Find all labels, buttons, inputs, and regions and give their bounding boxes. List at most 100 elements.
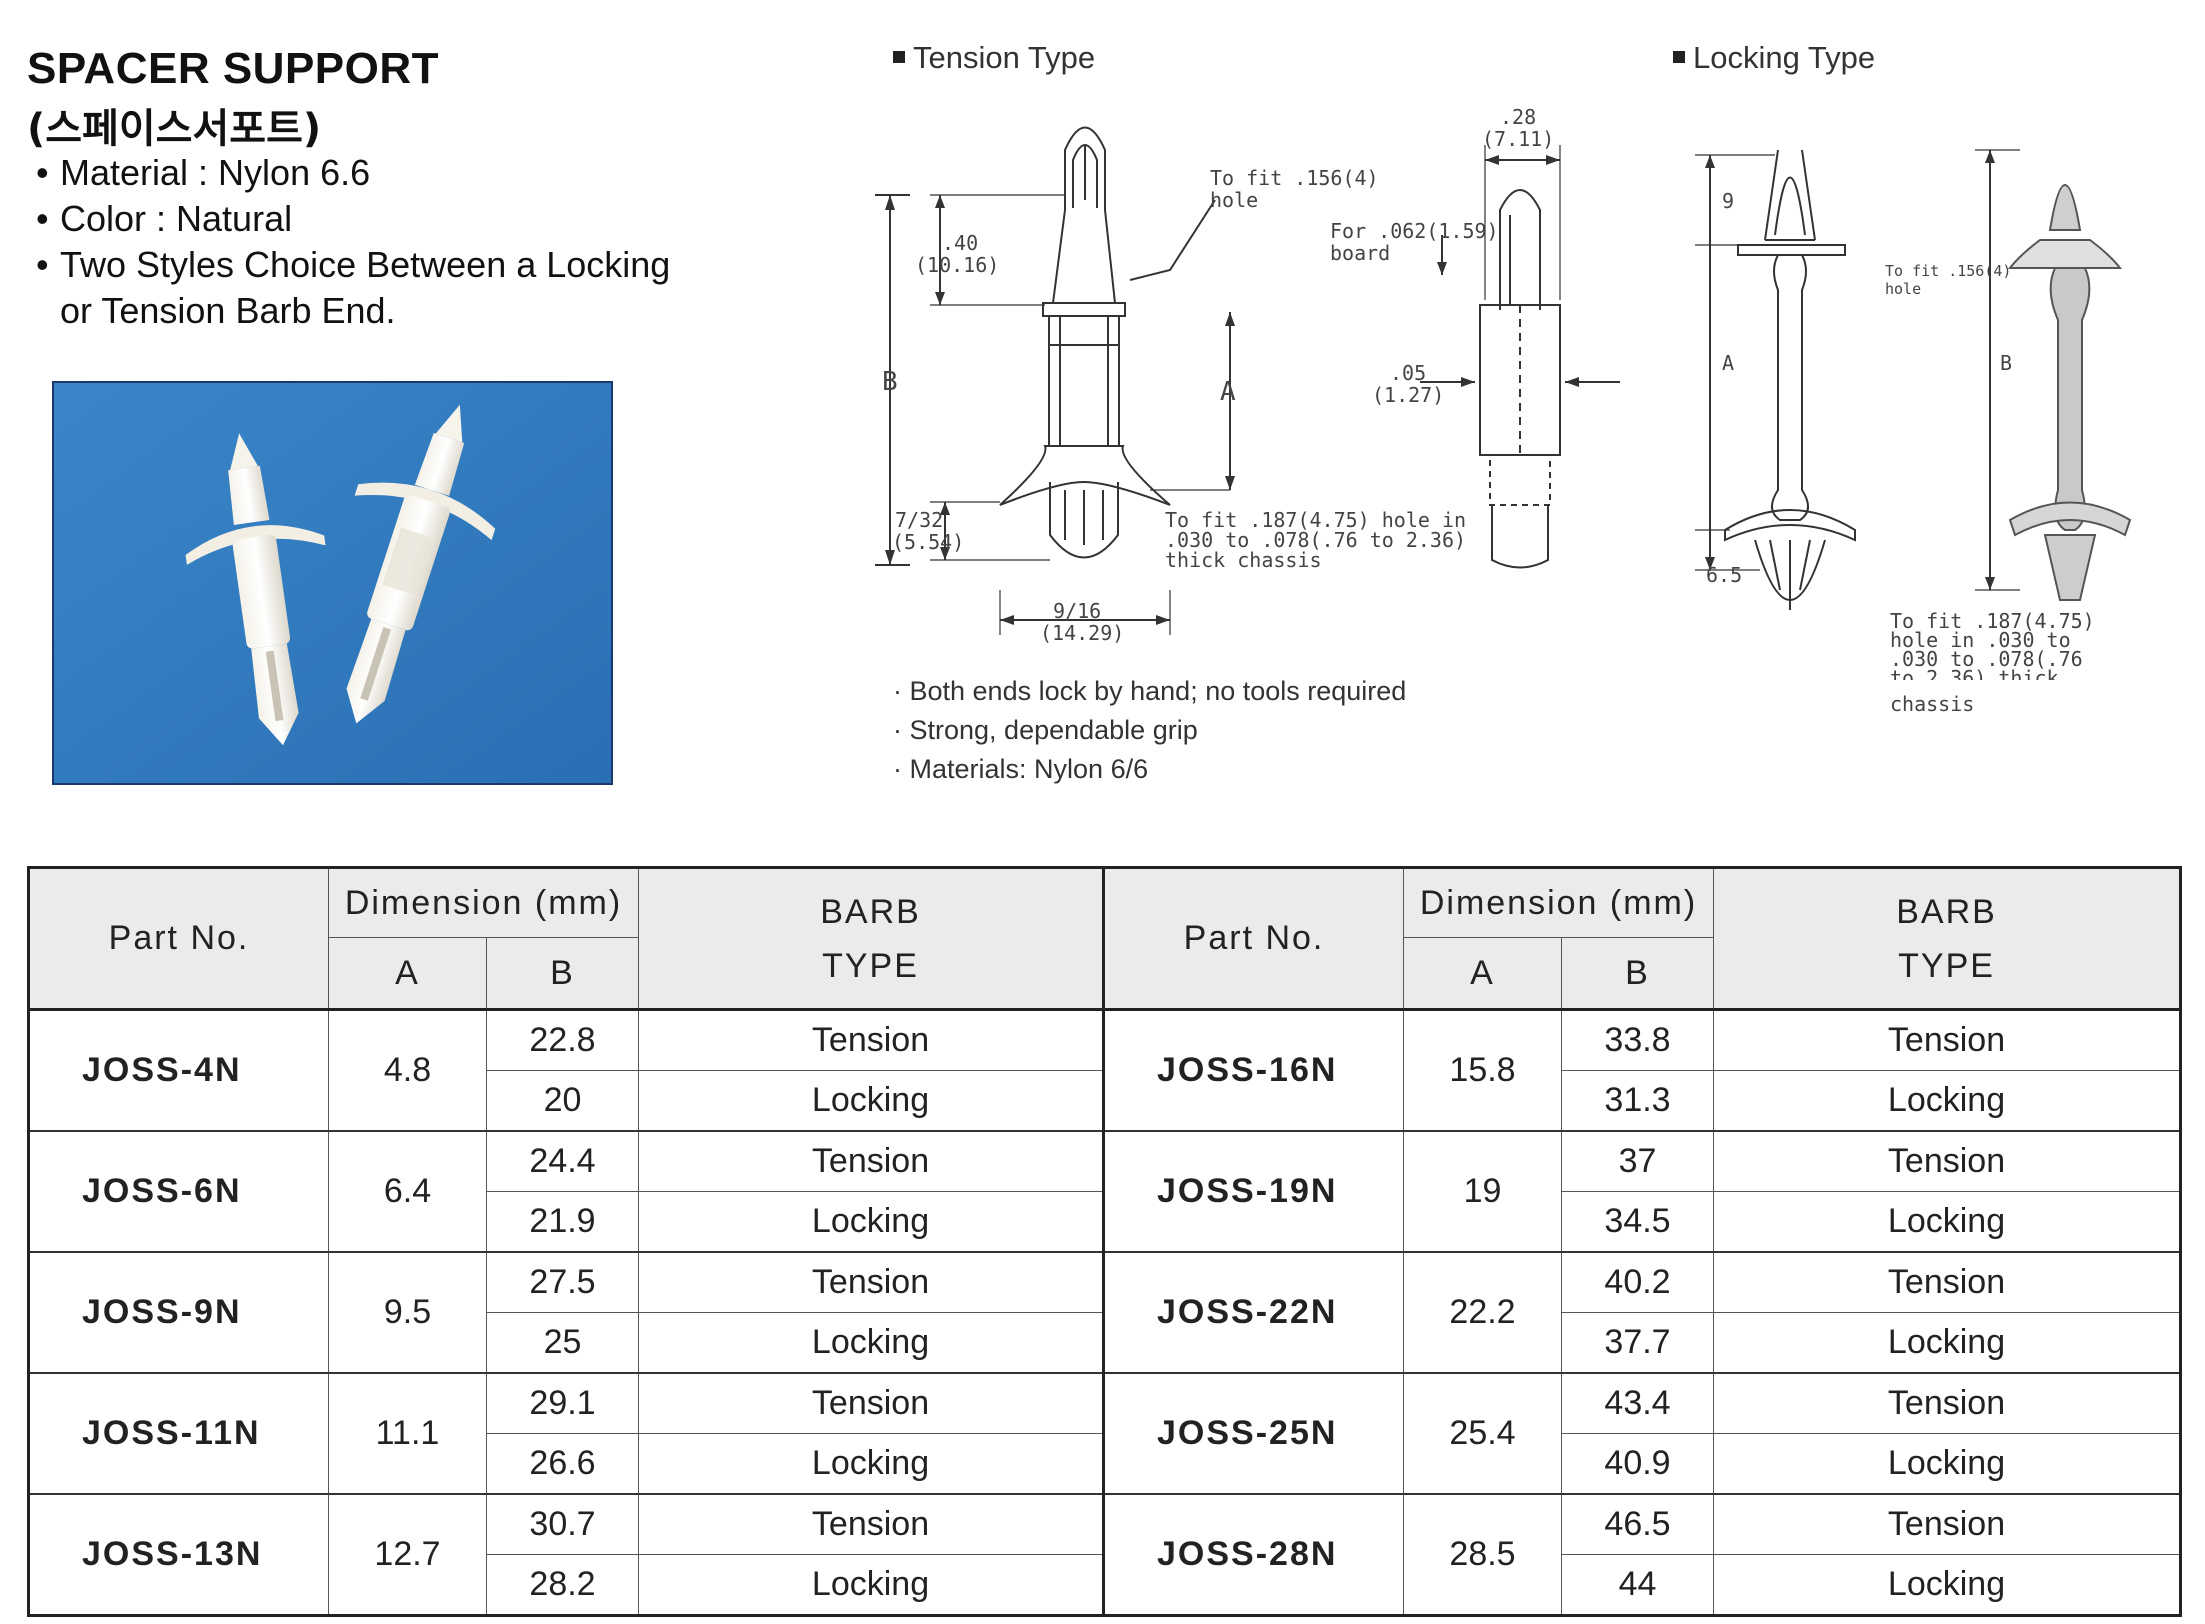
feature-item: Strong, dependable grip bbox=[893, 711, 1406, 750]
barb-type-cell: Tension bbox=[638, 1493, 1105, 1555]
tension-dim-916: 9/16 bbox=[1053, 599, 1101, 623]
locking-fit-187-l4: to 2.36) thick bbox=[1890, 666, 2059, 680]
barb-type-cell: Tension bbox=[638, 1251, 1105, 1313]
header-dimension: Dimension (mm) bbox=[1403, 867, 1715, 938]
barb-type-cell: Tension bbox=[638, 1130, 1105, 1192]
spec-styles-cont: or Tension Barb End. bbox=[60, 290, 396, 331]
barb-type-cell: Tension bbox=[1713, 1372, 2182, 1434]
dim-b-cell: 26.6 bbox=[485, 1433, 640, 1495]
header-b: B bbox=[1561, 937, 1715, 1011]
technical-drawings: B A .40 (10.16) To fit .156(4) hole For … bbox=[875, 105, 2132, 680]
dim-a-cell: 28.5 bbox=[1403, 1493, 1563, 1616]
part-number-cell: JOSS-11N bbox=[28, 1372, 329, 1495]
barb-type-cell: Tension bbox=[638, 1008, 1105, 1071]
spacer-photo-left bbox=[185, 433, 326, 746]
tension-dim-732: 7/32 bbox=[895, 508, 943, 532]
barb-type-cell: Locking bbox=[1713, 1554, 2182, 1616]
dim-b-cell: 24.4 bbox=[485, 1130, 640, 1192]
barb-type-cell: Tension bbox=[638, 1372, 1105, 1434]
tension-dim-b-label: B bbox=[882, 367, 898, 397]
part-number-cell: JOSS-9N bbox=[28, 1251, 329, 1374]
barb-type-cell: Tension bbox=[1713, 1008, 2182, 1071]
barb-type-cell: Locking bbox=[638, 1554, 1105, 1616]
tension-front-drawing bbox=[875, 126, 1231, 635]
feature-item: Materials: Nylon 6/6 bbox=[893, 750, 1406, 789]
barb-type-cell: Tension bbox=[1713, 1251, 2182, 1313]
dim-b-cell: 27.5 bbox=[485, 1251, 640, 1313]
spec-color: Color : Natural bbox=[36, 196, 670, 242]
dim-b-cell: 33.8 bbox=[1561, 1008, 1715, 1071]
locking-fit-187-l2: hole in .030 to bbox=[1890, 628, 2071, 652]
header-a: A bbox=[328, 937, 487, 1011]
locking-fit-187-l5: chassis bbox=[1890, 692, 1975, 716]
barb-type-cell: Tension bbox=[1713, 1130, 2182, 1192]
dim-b-cell: 34.5 bbox=[1561, 1191, 1715, 1253]
dim-b-cell: 30.7 bbox=[485, 1493, 640, 1555]
page-title-korean: (스페이스서포트) bbox=[27, 106, 322, 152]
dim-a-cell: 11.1 bbox=[328, 1372, 487, 1495]
header-b: B bbox=[485, 937, 640, 1011]
barb-type-cell: Locking bbox=[1713, 1312, 2182, 1374]
header-dimension: Dimension (mm) bbox=[327, 867, 640, 938]
part-number-cell: JOSS-19N bbox=[1102, 1130, 1405, 1253]
tension-for-062: For .062(1.59) bbox=[1330, 219, 1499, 243]
locking-type-heading: Locking Type bbox=[1673, 40, 1875, 76]
dim-b-cell: 43.4 bbox=[1561, 1372, 1715, 1434]
tension-dim-28-mm: (7.11) bbox=[1482, 127, 1554, 151]
dim-b-cell: 21.9 bbox=[485, 1191, 640, 1253]
tension-for-062-board: board bbox=[1330, 241, 1390, 265]
dim-b-cell: 25 bbox=[485, 1312, 640, 1374]
dim-b-cell: 40.9 bbox=[1561, 1433, 1715, 1495]
barb-type-cell: Locking bbox=[638, 1312, 1105, 1374]
dim-a-cell: 19 bbox=[1403, 1130, 1563, 1253]
product-photo bbox=[52, 381, 613, 785]
barb-type-cell: Locking bbox=[638, 1191, 1105, 1253]
header-part-no: Part No. bbox=[1102, 867, 1405, 1011]
part-number-cell: JOSS-4N bbox=[28, 1008, 329, 1132]
dim-b-cell: 29.1 bbox=[485, 1372, 640, 1434]
dim-b-cell: 22.8 bbox=[485, 1008, 640, 1071]
spec-list: Material : Nylon 6.6 Color : Natural Two… bbox=[36, 150, 670, 334]
locking-dim-65: 6.5 bbox=[1706, 563, 1742, 587]
part-number-cell: JOSS-13N bbox=[28, 1493, 329, 1616]
barb-type-cell: Locking bbox=[1713, 1433, 2182, 1495]
tension-fit-156: To fit .156(4) bbox=[1210, 166, 1379, 190]
locking-fit-187-l3: .030 to .078(.76 bbox=[1890, 647, 2083, 671]
tension-dim-05-mm: (1.27) bbox=[1372, 383, 1444, 407]
locking-dim-9: 9 bbox=[1722, 189, 1734, 213]
locking-render-drawing bbox=[2007, 184, 2132, 601]
part-number-cell: JOSS-25N bbox=[1102, 1372, 1405, 1495]
tension-dim-732-mm: (5.54) bbox=[892, 530, 964, 554]
feature-list: Both ends lock by hand; no tools require… bbox=[893, 672, 1407, 789]
tension-dim-40: .40 bbox=[942, 231, 978, 255]
tension-dim-05: .05 bbox=[1390, 361, 1426, 385]
locking-dim-a: A bbox=[1722, 351, 1734, 375]
feature-item: Both ends lock by hand; no tools require… bbox=[893, 672, 1407, 711]
dim-a-cell: 22.2 bbox=[1403, 1251, 1563, 1374]
barb-type-cell: Tension bbox=[1713, 1493, 2182, 1555]
tension-dim-a-label: A bbox=[1220, 377, 1236, 407]
spec-styles: Two Styles Choice Between a Locking bbox=[36, 242, 670, 288]
dim-b-cell: 28.2 bbox=[485, 1554, 640, 1616]
dim-b-cell: 44 bbox=[1561, 1554, 1715, 1616]
dim-a-cell: 12.7 bbox=[328, 1493, 487, 1616]
dim-b-cell: 40.2 bbox=[1561, 1251, 1715, 1313]
spec-material: Material : Nylon 6.6 bbox=[36, 150, 670, 196]
header-a: A bbox=[1403, 937, 1563, 1011]
tension-fit-156-hole: hole bbox=[1210, 188, 1258, 212]
dim-b-cell: 31.3 bbox=[1561, 1070, 1715, 1132]
part-number-cell: JOSS-28N bbox=[1102, 1493, 1405, 1616]
locking-fit-156-hole: hole bbox=[1885, 280, 1921, 298]
tension-dim-28: .28 bbox=[1500, 105, 1536, 129]
